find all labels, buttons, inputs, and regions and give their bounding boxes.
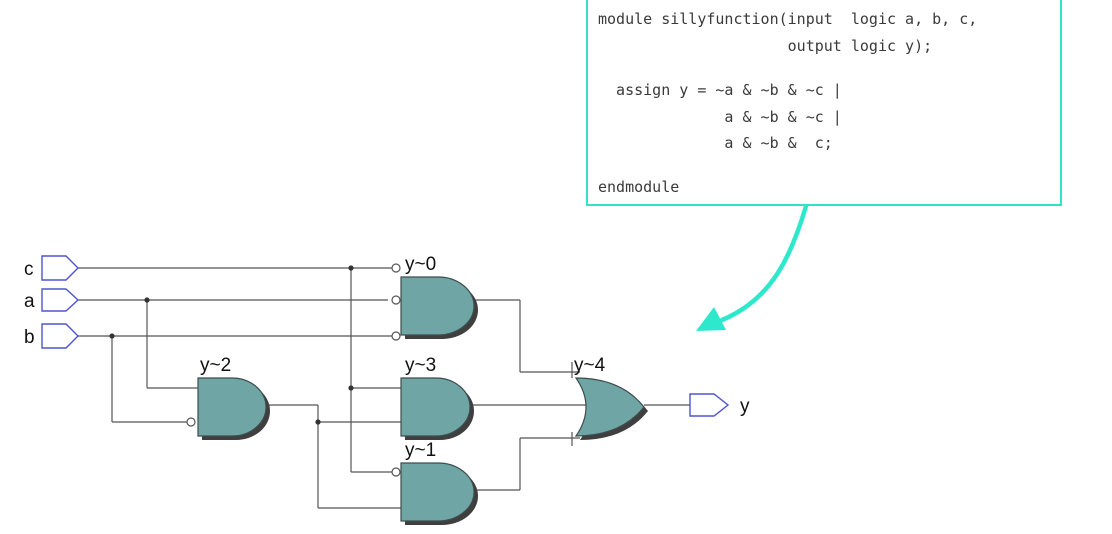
- junction-dot: [348, 265, 354, 271]
- junction-dot: [109, 333, 115, 339]
- output-port-label: y: [740, 396, 750, 417]
- code-line: output logic y);: [598, 37, 933, 55]
- input-port-a: a: [24, 288, 80, 312]
- callout-arrow: [696, 203, 809, 331]
- input-port-b: b: [24, 323, 79, 349]
- or-gate-y4: y~4: [574, 355, 648, 440]
- code-line: module sillyfunction(input logic a, b, c…: [598, 10, 978, 28]
- gate-label: y~2: [200, 355, 231, 376]
- code-line: endmodule: [598, 178, 680, 196]
- and-gate-y0: y~0: [391, 254, 478, 341]
- inverter-bubble: [391, 295, 401, 305]
- input-port-label: a: [24, 291, 35, 312]
- and-gate-y3: y~3: [400, 355, 474, 440]
- code-line: a & ~b & c;: [598, 134, 833, 152]
- code-line: a & ~b & ~c |: [598, 108, 842, 126]
- junction-dot: [348, 385, 354, 391]
- gate-label: y~3: [405, 355, 436, 376]
- input-port-c: c: [24, 255, 79, 281]
- wires: [78, 267, 690, 509]
- gate-label: y~4: [574, 355, 606, 376]
- code-line: assign y = ~a & ~b & ~c |: [598, 81, 842, 99]
- verilog-code-box: module sillyfunction(input logic a, b, c…: [586, 0, 1062, 206]
- input-port-label: c: [24, 259, 34, 280]
- and-gate-y2: y~2: [186, 355, 270, 440]
- inverter-bubble: [391, 331, 401, 341]
- inverter-bubble: [391, 467, 401, 477]
- input-port-label: b: [24, 327, 35, 348]
- junction-dots: [109, 265, 354, 425]
- junction-dot: [315, 419, 321, 425]
- inverter-bubble: [186, 417, 196, 427]
- inverter-bubble: [391, 263, 401, 273]
- gate-label: y~1: [405, 440, 436, 461]
- junction-dot: [144, 297, 150, 303]
- and-gate-y1: y~1: [391, 440, 478, 525]
- output-port-y: y: [689, 393, 750, 417]
- gate-label: y~0: [405, 254, 436, 275]
